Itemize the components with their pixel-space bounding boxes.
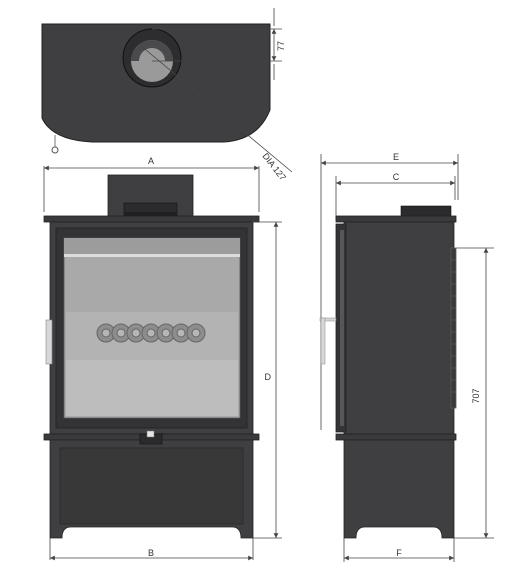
dim-707-label: 707 bbox=[471, 388, 481, 403]
fuel-bed bbox=[66, 360, 238, 416]
log-effect bbox=[96, 323, 206, 343]
side-handle-bar bbox=[320, 317, 326, 365]
front-view: A bbox=[43, 156, 282, 561]
side-handle bbox=[319, 317, 337, 322]
side-door-edge bbox=[340, 230, 344, 426]
air-control-knob bbox=[146, 430, 155, 438]
door-handle bbox=[45, 319, 53, 365]
dia-leader bbox=[139, 44, 293, 173]
side-top-plate bbox=[335, 215, 457, 223]
dim-e-label: E bbox=[393, 152, 399, 162]
dim-b-label: B bbox=[148, 548, 154, 558]
front-top-plate bbox=[43, 215, 260, 223]
flue-inner-shadow bbox=[131, 40, 173, 61]
flue-outlet-band bbox=[124, 212, 177, 216]
screw-icon bbox=[51, 146, 59, 154]
side-ledge bbox=[335, 433, 457, 441]
side-pedestal bbox=[343, 439, 455, 539]
log-store-panel bbox=[59, 447, 244, 525]
dim-77-label: 77 bbox=[276, 41, 286, 51]
side-body bbox=[343, 221, 455, 435]
glass-top-band bbox=[64, 238, 240, 254]
dim-f-label: F bbox=[396, 548, 402, 558]
rear-heat-shield bbox=[450, 247, 457, 409]
dim-d-label: D bbox=[265, 372, 272, 382]
dim-c-label: C bbox=[393, 172, 400, 182]
dim-a-label: A bbox=[148, 156, 154, 166]
dia-label: DIA 127 bbox=[260, 151, 288, 182]
airwash-strip bbox=[64, 254, 240, 257]
side-view: E C bbox=[319, 152, 494, 562]
top-view: 77 DIA 127 bbox=[41, 8, 293, 182]
